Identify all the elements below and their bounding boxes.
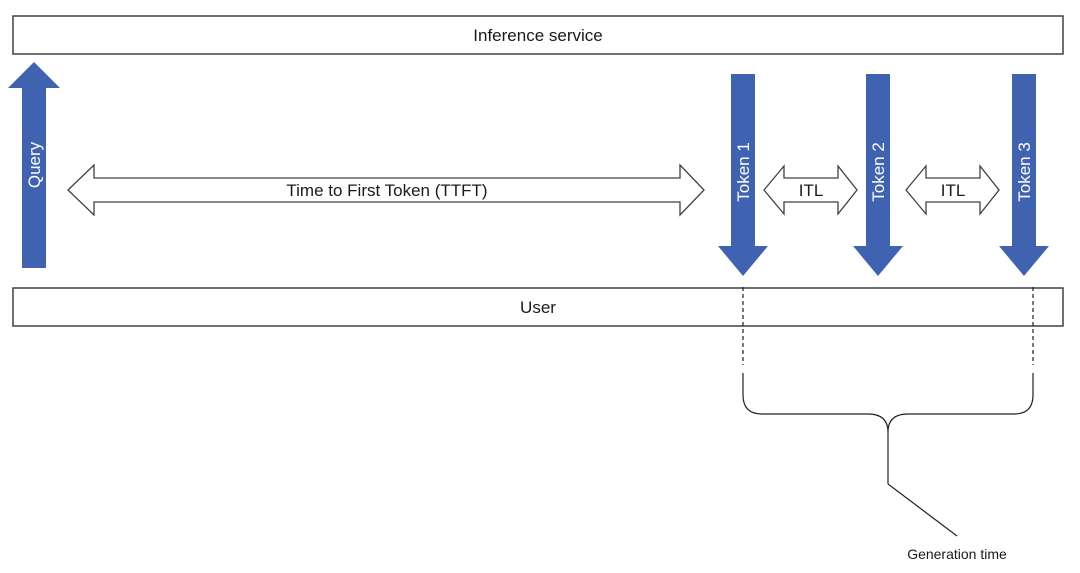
token-3-arrow: Token 3 xyxy=(999,74,1049,276)
query-arrow: Query xyxy=(8,62,60,268)
generation-guides xyxy=(742,287,1034,365)
generation-time-label: Generation time xyxy=(907,546,1007,562)
ttft-arrow: Time to First Token (TTFT) xyxy=(67,163,705,217)
token-1-label: Token 1 xyxy=(734,142,753,202)
token-2-label: Token 2 xyxy=(869,142,888,202)
query-label: Query xyxy=(25,141,44,188)
token-1-arrow: Token 1 xyxy=(718,74,768,276)
token-2-arrow: Token 2 xyxy=(853,74,903,276)
itl-arrow-2: ITL xyxy=(905,164,1000,216)
token-3-label: Token 3 xyxy=(1015,142,1034,202)
ttft-label: Time to First Token (TTFT) xyxy=(286,181,487,200)
generation-time-brace xyxy=(742,373,1034,433)
inference-service-label: Inference service xyxy=(473,26,602,45)
user-label: User xyxy=(520,298,556,317)
itl-arrow-1: ITL xyxy=(763,164,858,216)
inference-service-bar: Inference service xyxy=(12,15,1064,55)
itl-label-2: ITL xyxy=(941,181,966,200)
user-bar: User xyxy=(12,287,1064,327)
generation-time-leader xyxy=(887,432,958,537)
itl-label-1: ITL xyxy=(799,181,824,200)
